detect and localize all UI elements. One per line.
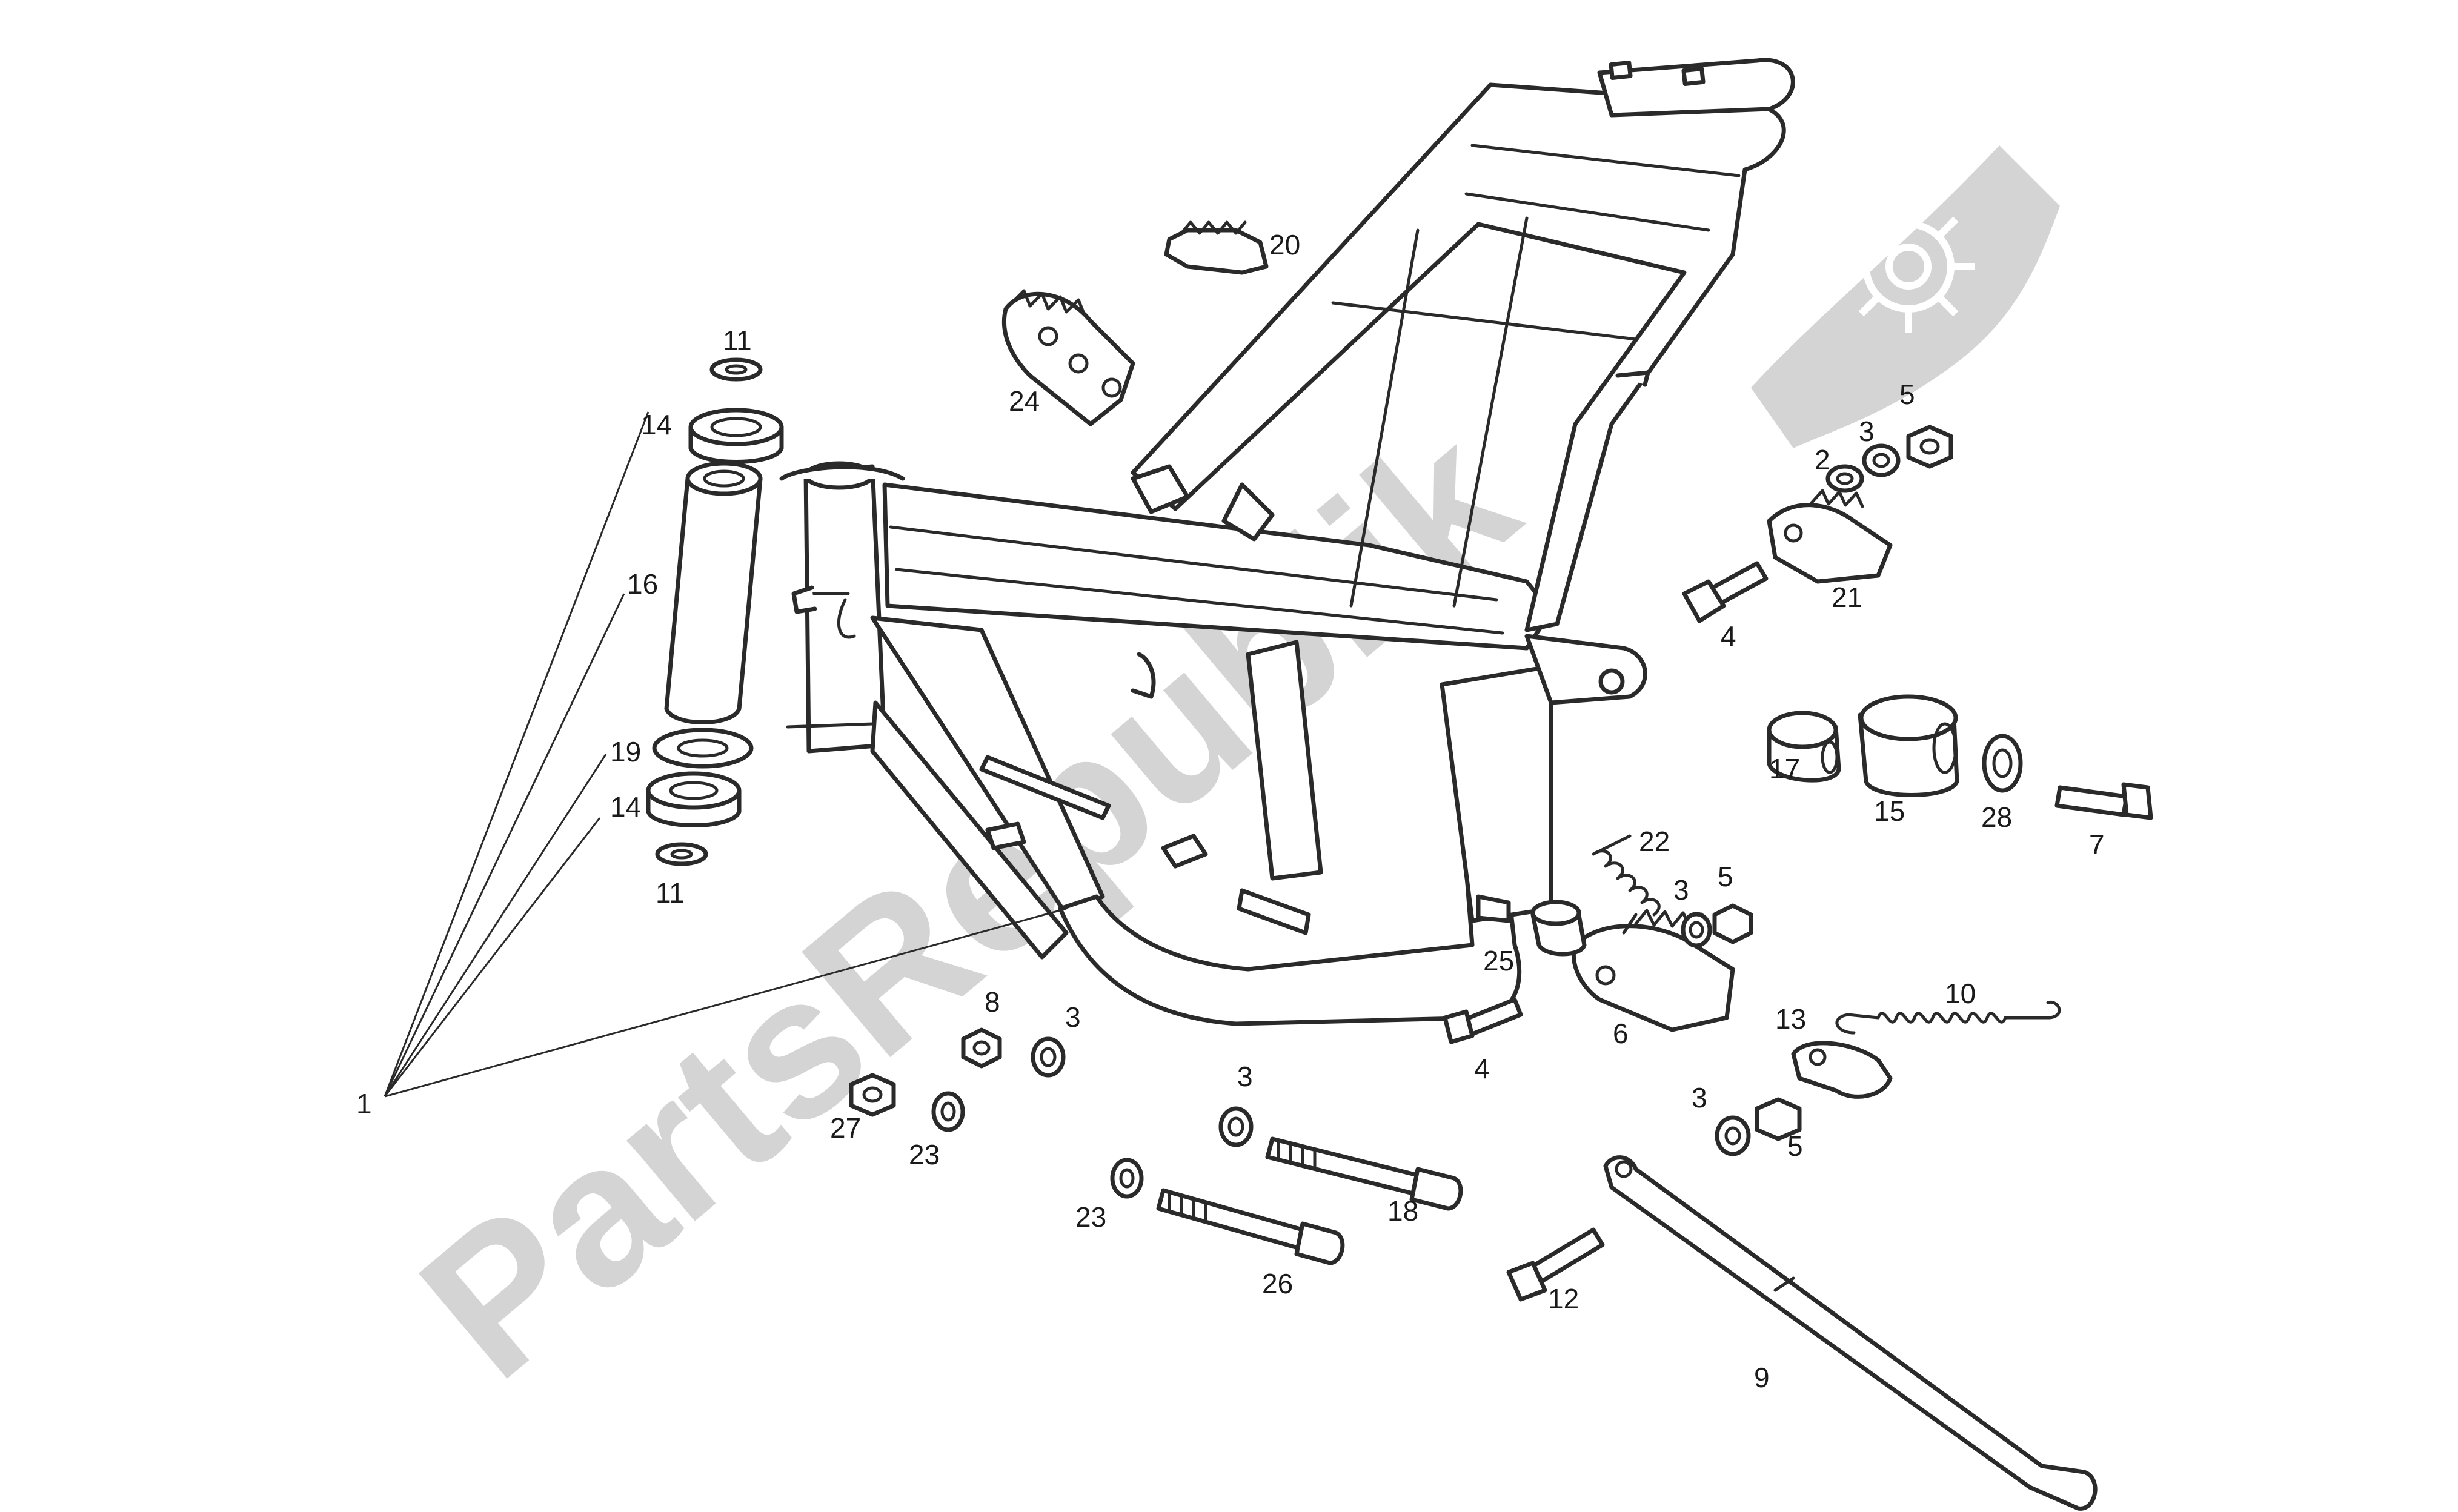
callout-13: 13 <box>1775 1003 1806 1035</box>
callout-8: 8 <box>985 986 1000 1018</box>
watermark-flag-logo <box>1751 145 2060 448</box>
callout-14: 14 <box>641 409 672 440</box>
hardware <box>849 425 2153 1511</box>
watermark: PartsRepublik <box>380 145 2060 1421</box>
callout-3: 3 <box>1692 1082 1707 1113</box>
main-frame <box>779 58 1795 1026</box>
callout-3: 3 <box>1673 874 1689 906</box>
callout-24: 24 <box>1009 385 1040 417</box>
callout-6: 6 <box>1613 1018 1629 1049</box>
callout-27: 27 <box>830 1112 861 1144</box>
callout-23: 23 <box>909 1139 940 1170</box>
callout-14: 14 <box>610 791 641 823</box>
callout-7: 7 <box>2089 829 2105 860</box>
callout-1-leaders <box>384 411 1067 1098</box>
callout-4: 4 <box>1474 1053 1490 1084</box>
callout-5: 5 <box>1787 1130 1803 1162</box>
callout-9: 9 <box>1754 1362 1770 1393</box>
callout-15: 15 <box>1874 795 1905 827</box>
callout-1: 1 <box>356 1088 372 1119</box>
callout-16: 16 <box>627 568 658 600</box>
steering-stem-parts <box>646 357 784 866</box>
callout-18: 18 <box>1387 1195 1418 1227</box>
callout-26: 26 <box>1262 1268 1293 1299</box>
callout-4: 4 <box>1721 620 1736 652</box>
callout-28: 28 <box>1981 801 2012 833</box>
callout-10: 10 <box>1945 978 1976 1009</box>
callout-2: 2 <box>1815 444 1830 476</box>
callout-21: 21 <box>1832 582 1862 613</box>
callout-3: 3 <box>1237 1061 1253 1092</box>
callout-20: 20 <box>1269 229 1300 260</box>
callout-17: 17 <box>1769 753 1800 784</box>
callout-11: 11 <box>656 877 685 909</box>
gear-icon <box>1842 200 1975 333</box>
callout-5: 5 <box>1718 861 1733 892</box>
callout-25: 25 <box>1483 945 1514 976</box>
callout-23: 23 <box>1075 1201 1106 1233</box>
callout-19: 19 <box>610 736 641 768</box>
footpegs <box>1001 220 1893 1032</box>
callout-12: 12 <box>1548 1283 1579 1315</box>
callout-11: 11 <box>723 325 752 356</box>
callout-3: 3 <box>1065 1001 1081 1033</box>
callout-labels: 1 2 3 3 3 3 3 4 4 5 5 5 6 7 8 9 10 11 11… <box>356 229 2105 1393</box>
callout-5: 5 <box>1899 379 1915 410</box>
callout-3: 3 <box>1859 416 1875 447</box>
callout-22: 22 <box>1639 826 1670 857</box>
